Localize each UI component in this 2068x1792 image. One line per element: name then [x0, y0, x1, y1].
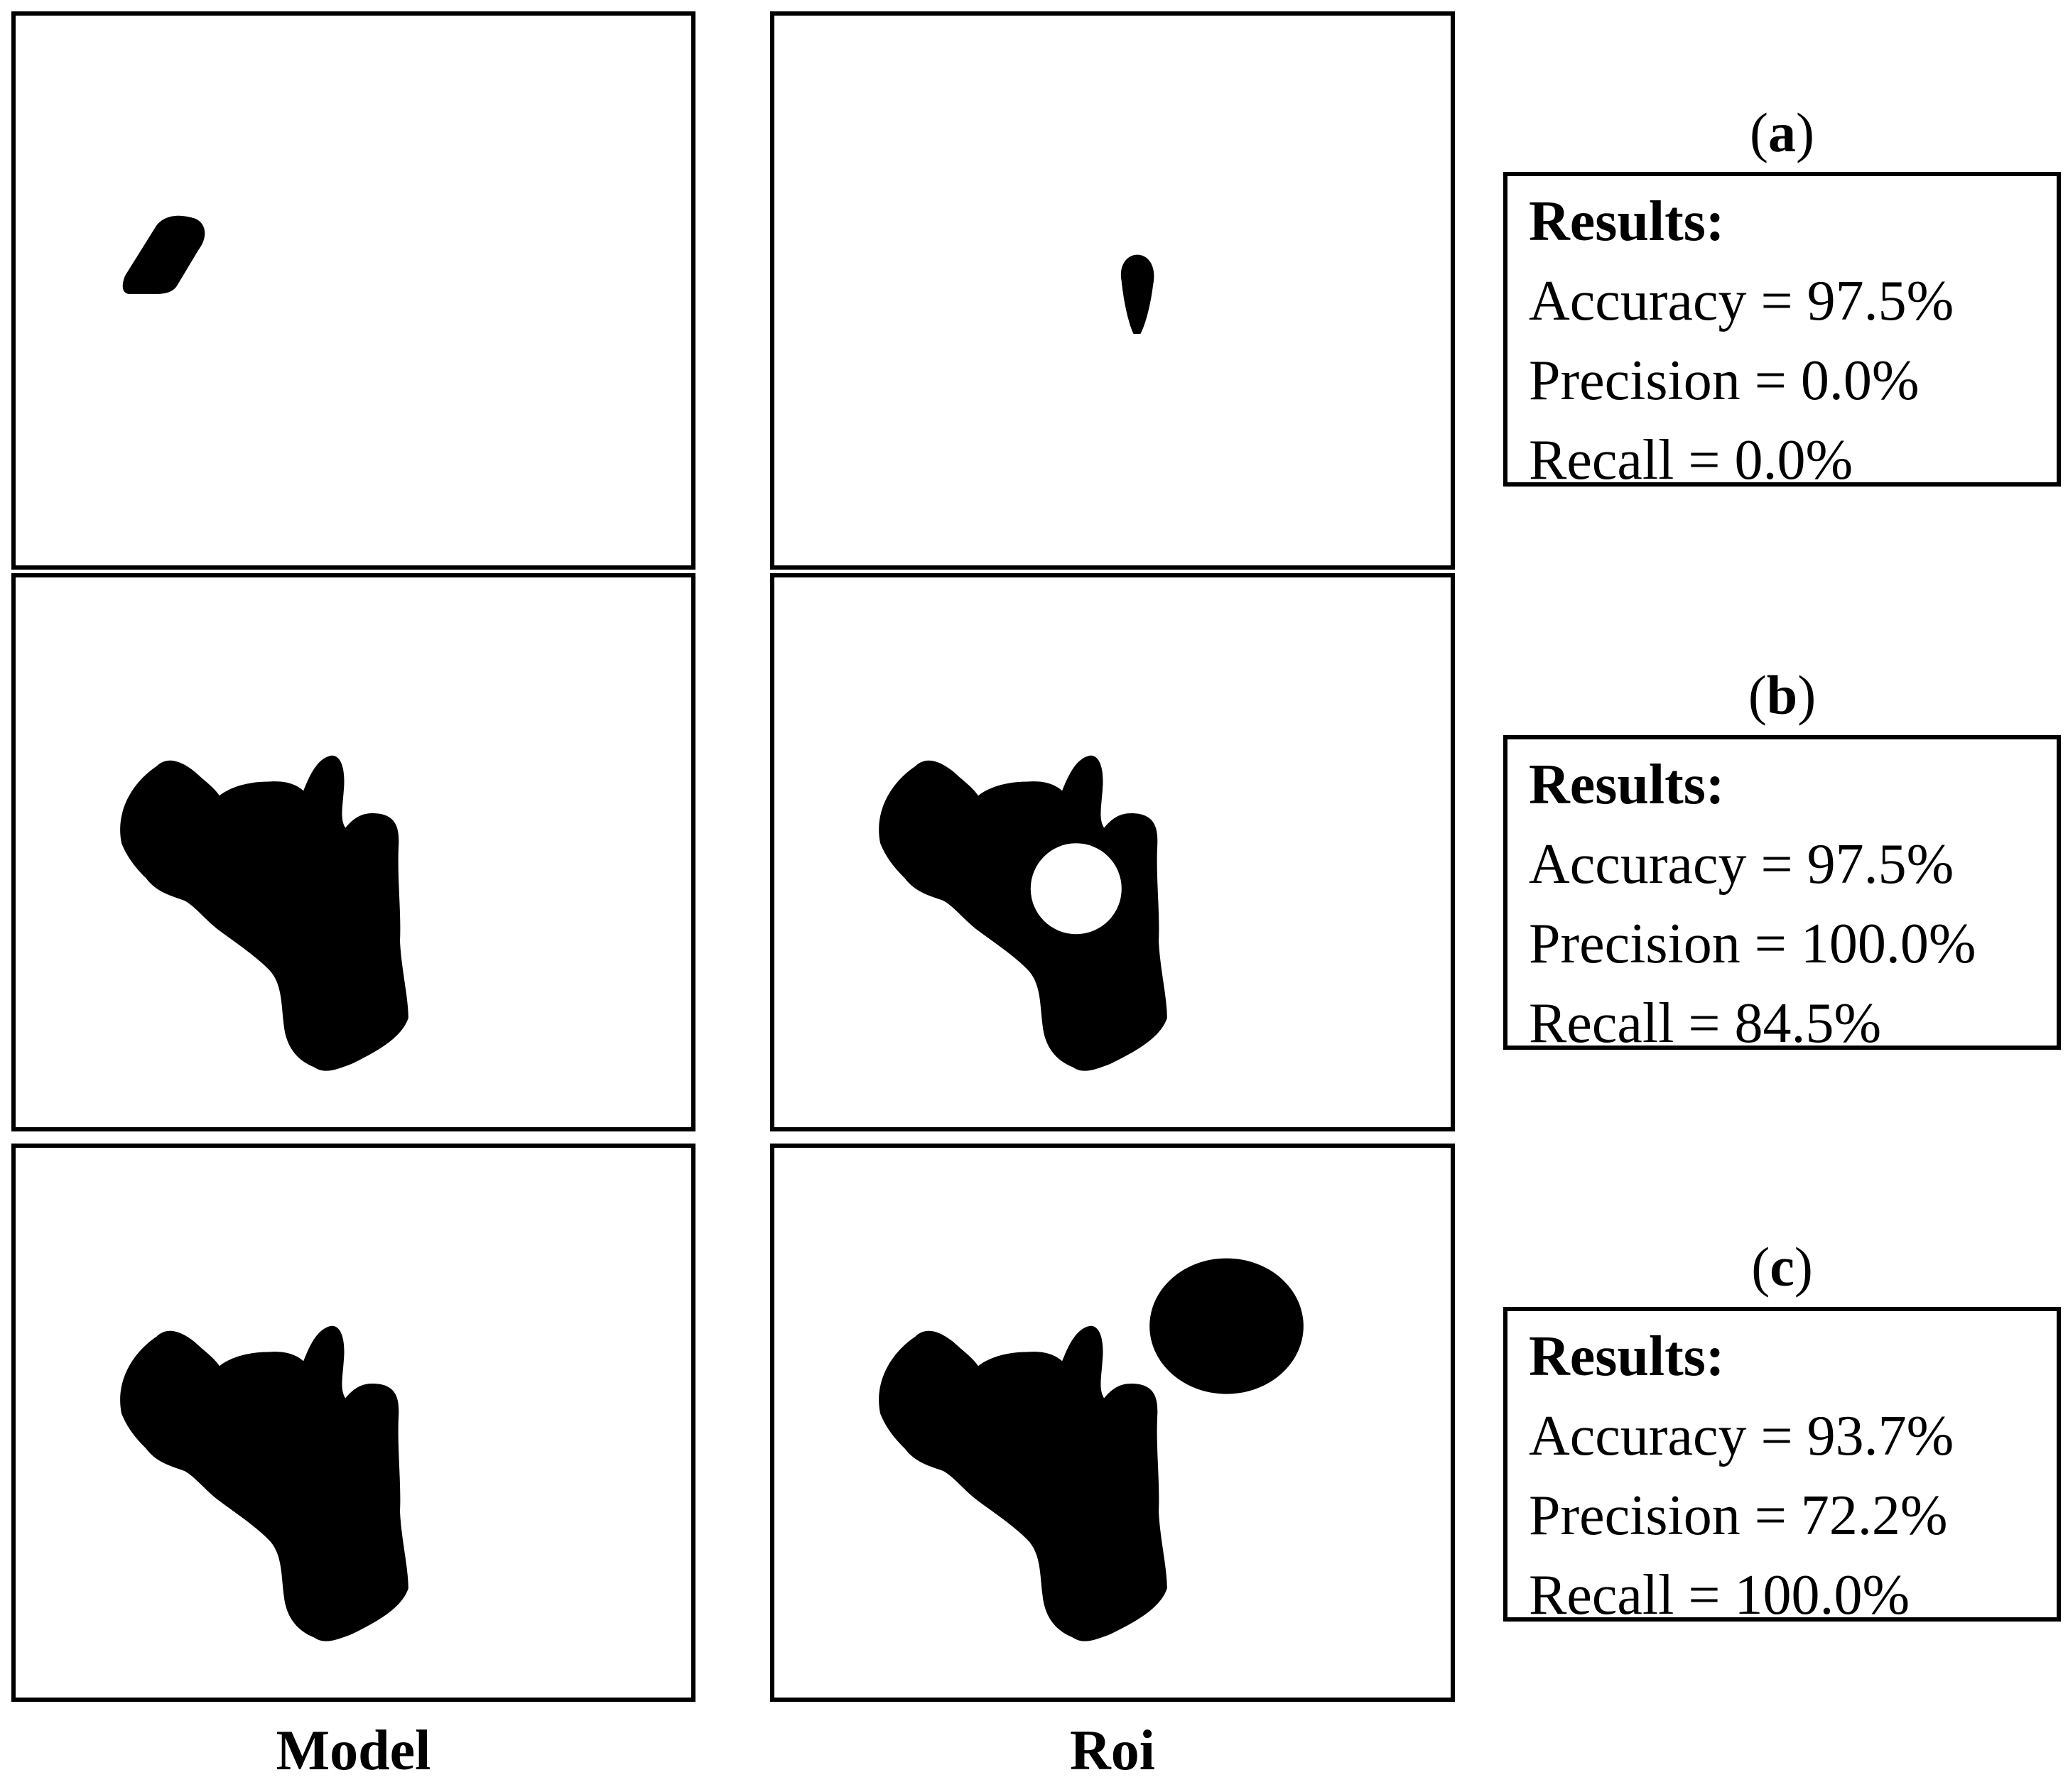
- case-label-a: (a): [1750, 102, 1814, 163]
- roi-extra-ellipse: [1149, 1258, 1304, 1394]
- case-letter: c: [1770, 1236, 1794, 1298]
- roi-blob: [879, 755, 1167, 1071]
- roi-mask-a: [770, 11, 1455, 570]
- accuracy-value: Accuracy = 97.5%: [1529, 270, 1954, 332]
- case-label-c: (c): [1751, 1236, 1813, 1298]
- accuracy-value: Accuracy = 97.5%: [1529, 833, 1954, 896]
- recall-value: Recall = 100.0%: [1529, 1564, 1910, 1627]
- precision-value: Precision = 72.2%: [1529, 1484, 1948, 1547]
- segmentation-blob: [120, 755, 408, 1071]
- segmentation-blob: [120, 1325, 408, 1641]
- roi-mask-b-image: [879, 755, 1167, 1071]
- roi-mask-a-image: [1120, 254, 1154, 335]
- results-title: Results:: [1529, 754, 1725, 816]
- model-mask-c: [11, 1144, 695, 1702]
- roi-hole: [1030, 843, 1122, 935]
- roi-blob: [1120, 254, 1154, 335]
- precision-value: Precision = 0.0%: [1529, 349, 1920, 412]
- case-letter: a: [1768, 102, 1796, 163]
- model-mask-c-image: [120, 1325, 408, 1641]
- recall-value: Recall = 0.0%: [1529, 429, 1853, 492]
- case-label-b: (b): [1748, 664, 1817, 726]
- results-title: Results:: [1529, 1325, 1725, 1388]
- recall-value: Recall = 84.5%: [1529, 992, 1882, 1055]
- model-mask-b-image: [120, 755, 408, 1071]
- results-box-a: Results: Accuracy = 97.5% Precision = 0.…: [1503, 172, 2061, 492]
- model-mask-a: [11, 11, 695, 570]
- model-mask-b: [11, 573, 695, 1131]
- model-mask-a-image: [122, 215, 205, 294]
- roi-blob: [879, 1325, 1167, 1641]
- roi-mask-c-image: [879, 1258, 1304, 1641]
- roi-mask-b: [770, 573, 1455, 1131]
- segmentation-blob: [122, 215, 205, 294]
- case-letter: b: [1766, 664, 1798, 726]
- results-title: Results:: [1529, 190, 1725, 253]
- precision-value: Precision = 100.0%: [1529, 913, 1976, 975]
- column-caption-roi: Roi: [1070, 1720, 1155, 1782]
- roi-mask-c: [770, 1144, 1455, 1702]
- results-box-c: Results: Accuracy = 93.7% Precision = 72…: [1503, 1307, 2061, 1627]
- column-caption-model: Model: [276, 1720, 431, 1782]
- results-box-b: Results: Accuracy = 97.5% Precision = 10…: [1503, 735, 2061, 1055]
- accuracy-value: Accuracy = 93.7%: [1529, 1405, 1954, 1467]
